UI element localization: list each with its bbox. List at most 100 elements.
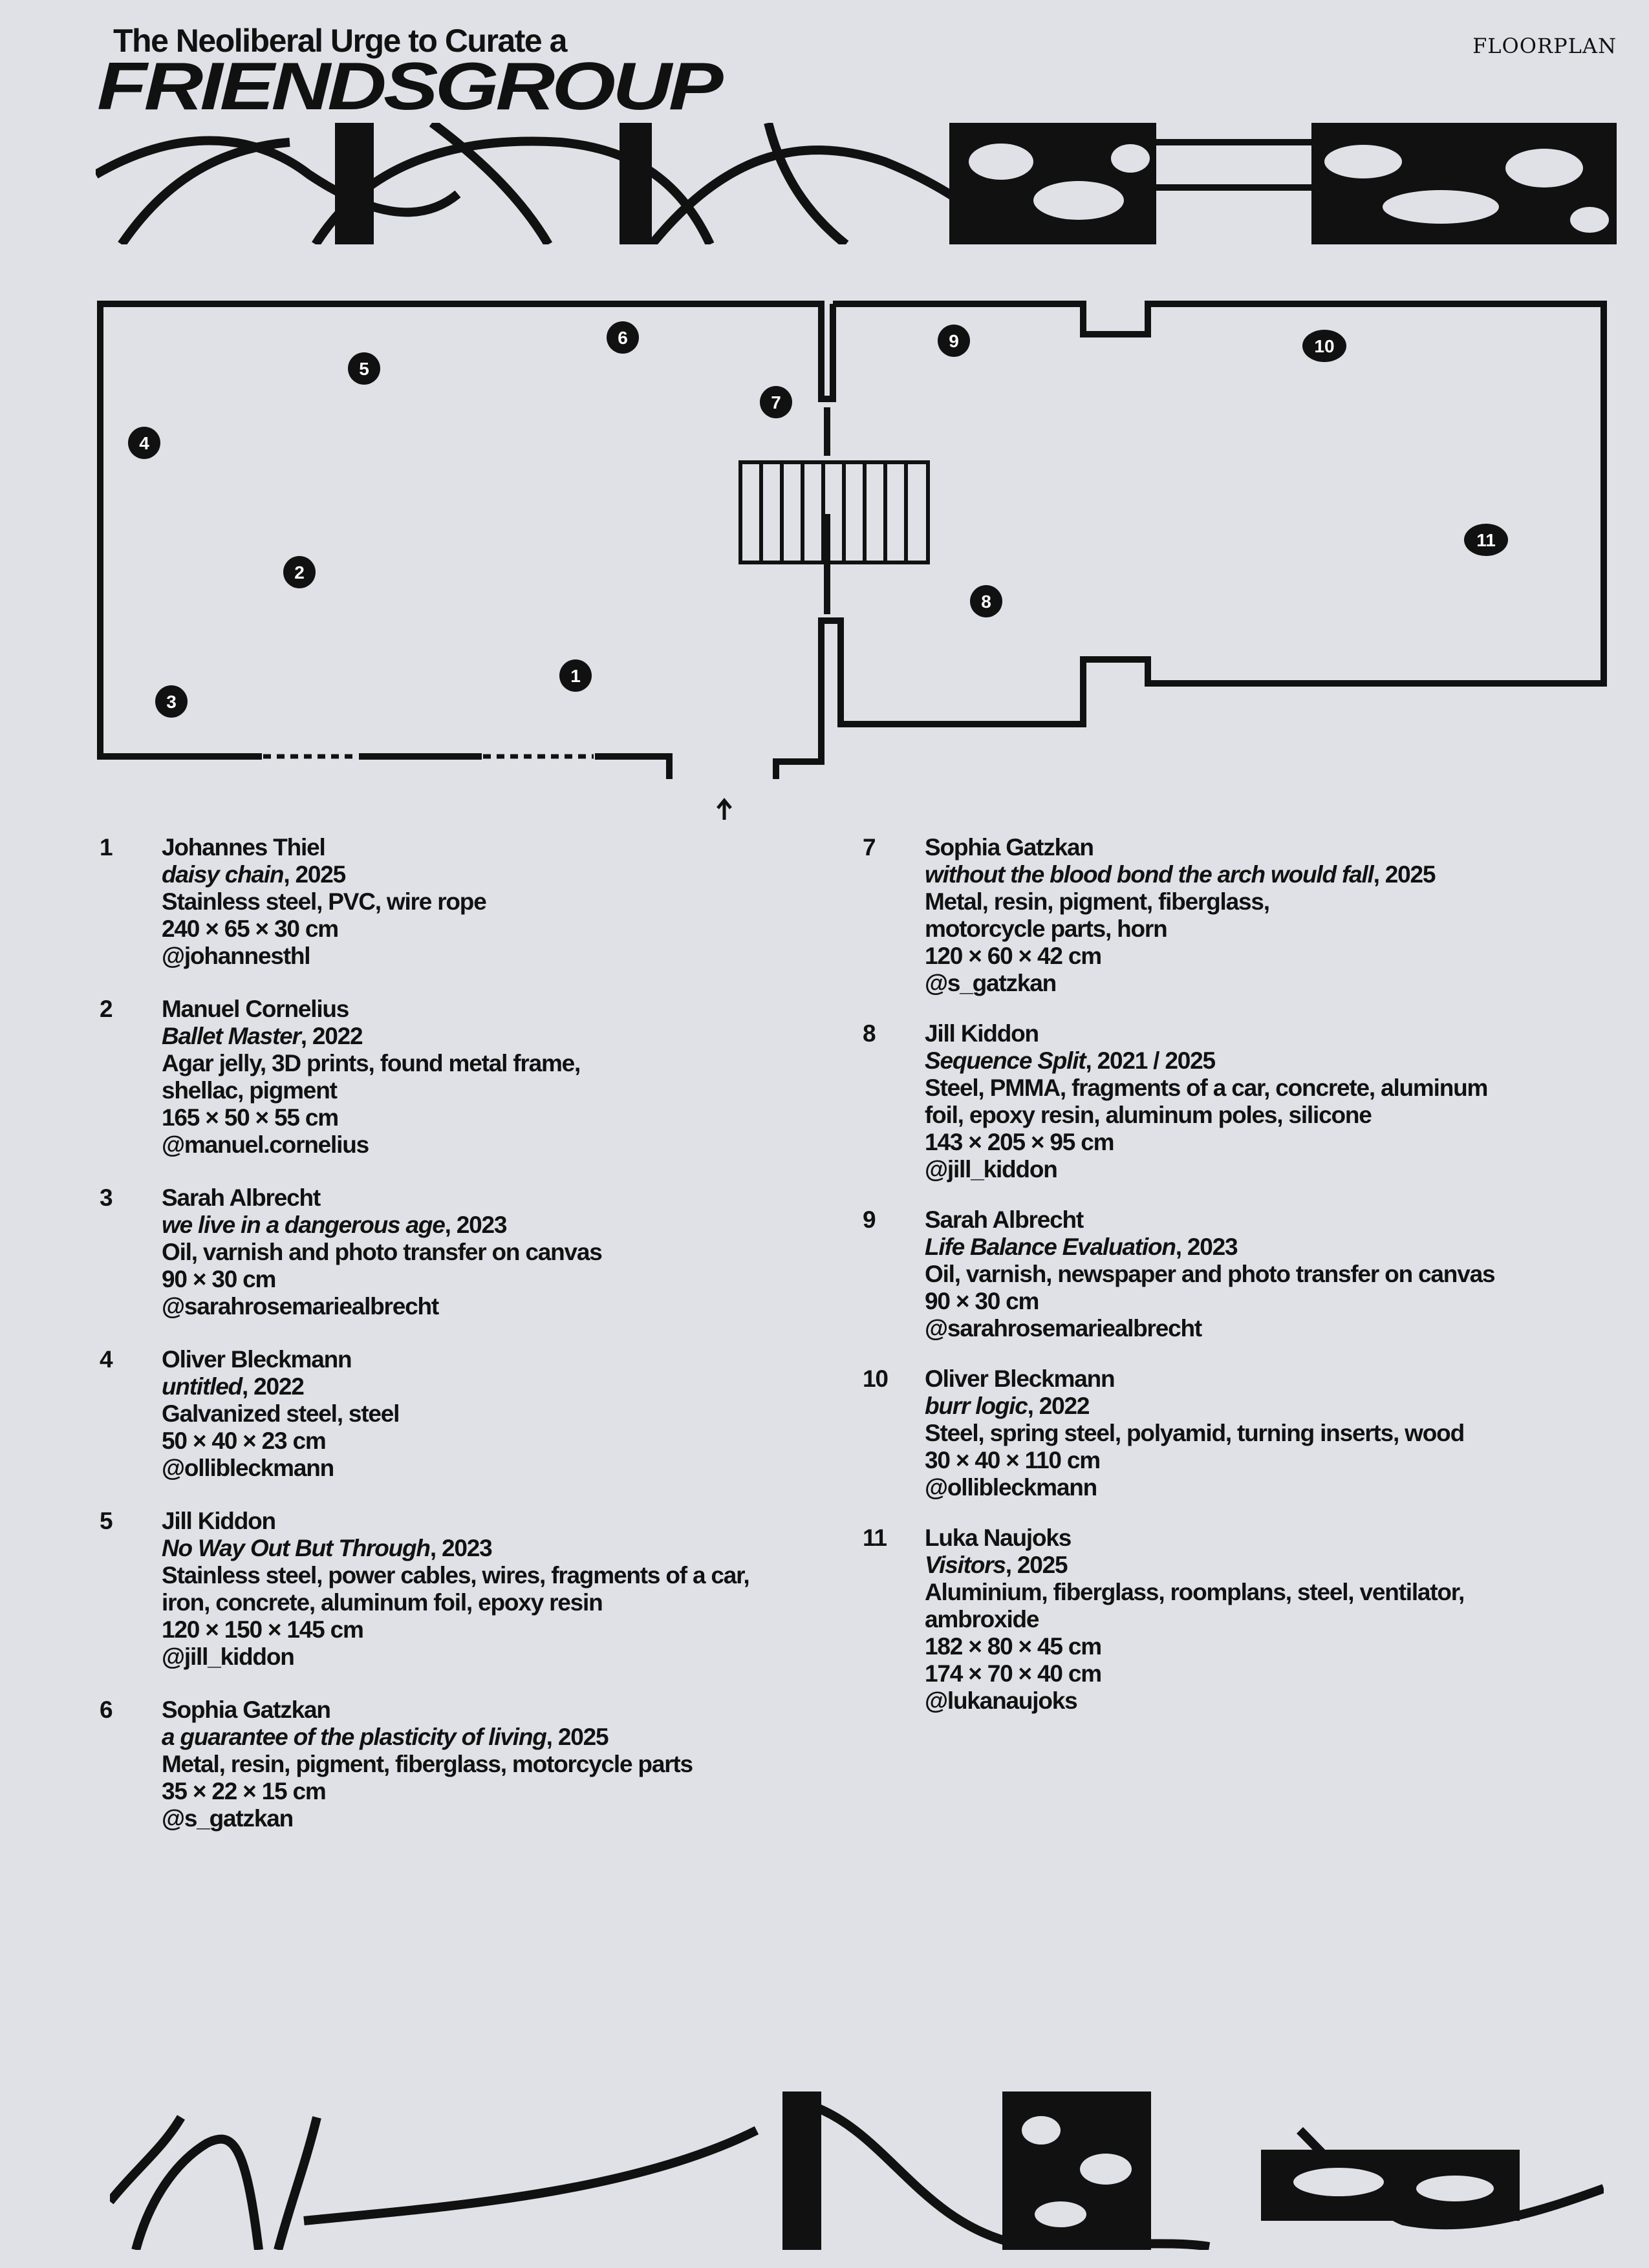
floorplan-diagram: 1 2 3 4 5 6 7 8 9 10 11 — [97, 301, 1607, 820]
artist-name: Oliver Bleckmann — [925, 1365, 1116, 1392]
dimensions: 120 × 150 × 145 cm — [162, 1616, 364, 1643]
entry-number: 7 — [863, 834, 876, 861]
work-title-line: Ballet Master, 2022 — [162, 1023, 828, 1050]
floorplan-marker-4: 4 — [128, 427, 160, 459]
dimensions: 240 × 65 × 30 cm — [162, 915, 339, 942]
artist-name: Oliver Bleckmann — [162, 1346, 352, 1373]
materials: Oil, varnish and photo transfer on canva… — [162, 1239, 603, 1265]
dimensions: 143 × 205 × 95 cm — [925, 1129, 1115, 1155]
instagram-handle: @lukanaujoks — [925, 1687, 1078, 1714]
work-year: , 2023 — [1175, 1234, 1238, 1260]
entry-number: 9 — [863, 1206, 876, 1233]
svg-text:7: 7 — [771, 392, 781, 412]
entry-number: 1 — [100, 834, 113, 861]
instagram-handle: @jill_kiddon — [162, 1643, 295, 1670]
logo-wordmark: FRIENDSGROUP — [97, 49, 723, 124]
instagram-handle: @sarahrosemariealbrecht — [925, 1315, 1202, 1342]
work-year: , 2025 — [283, 861, 346, 888]
dimensions: 120 × 60 × 42 cm — [925, 943, 1102, 969]
floorplan-marker-5: 5 — [348, 352, 380, 385]
materials: foil, epoxy resin, aluminum poles, silic… — [925, 1102, 1372, 1128]
instagram-handle: @s_gatzkan — [162, 1805, 294, 1832]
svg-text:1: 1 — [570, 666, 581, 686]
floorplan-marker-1: 1 — [559, 659, 592, 692]
artist-name: Jill Kiddon — [925, 1020, 1039, 1047]
svg-text:6: 6 — [618, 328, 628, 348]
work-title: Visitors — [925, 1552, 1006, 1578]
work-title: burr logic — [925, 1393, 1028, 1419]
work-title: Ballet Master — [162, 1023, 301, 1049]
work-title-line: we live in a dangerous age, 2023 — [162, 1212, 828, 1239]
svg-text:10: 10 — [1314, 336, 1334, 356]
decorative-band-bottom — [110, 2091, 1604, 2250]
work-title-line: Life Balance Evaluation, 2023 — [925, 1234, 1591, 1261]
entry-number: 6 — [100, 1696, 113, 1723]
work-title: we live in a dangerous age — [162, 1212, 446, 1238]
materials: Steel, PMMA, fragments of a car, concret… — [925, 1075, 1488, 1101]
floorplan-marker-6: 6 — [607, 321, 639, 354]
work-title-line: daisy chain, 2025 — [162, 861, 828, 888]
entry-number: 8 — [863, 1020, 876, 1047]
artist-name: Sarah Albrecht — [925, 1206, 1084, 1233]
entry-number: 3 — [100, 1184, 113, 1211]
dimensions: 50 × 40 × 23 cm — [162, 1428, 327, 1454]
svg-text:11: 11 — [1476, 530, 1496, 550]
floorplan-marker-7: 7 — [760, 386, 792, 418]
work-title: No Way Out But Through — [162, 1535, 431, 1561]
materials: motorcycle parts, horn — [925, 915, 1168, 942]
svg-text:8: 8 — [981, 592, 991, 612]
arrow-up-icon — [717, 798, 732, 820]
floorplan-marker-2: 2 — [283, 556, 316, 588]
artist-name: Sophia Gatzkan — [162, 1696, 331, 1723]
instagram-handle: @ollibleckmann — [925, 1474, 1097, 1501]
instagram-handle: @jill_kiddon — [925, 1156, 1058, 1182]
work-year: , 2022 — [1027, 1393, 1090, 1419]
svg-text:3: 3 — [166, 692, 177, 712]
floorplan-marker-11: 11 — [1464, 524, 1508, 556]
materials: Metal, resin, pigment, fiberglass, motor… — [162, 1751, 693, 1777]
dimensions: 174 × 70 × 40 cm — [925, 1660, 1102, 1687]
work-title-line: burr logic, 2022 — [925, 1393, 1591, 1420]
work-year: , 2021 / 2025 — [1085, 1047, 1216, 1074]
work-title-line: without the blood bond the arch would fa… — [925, 861, 1591, 888]
instagram-handle: @ollibleckmann — [162, 1455, 334, 1481]
materials: iron, concrete, aluminum foil, epoxy res… — [162, 1589, 603, 1616]
work-title: daisy chain — [162, 861, 285, 888]
section-label: FLOORPLAN — [1472, 34, 1617, 58]
materials: Galvanized steel, steel — [162, 1400, 400, 1427]
work-title-line: Visitors, 2025 — [925, 1552, 1591, 1579]
work-year: , 2023 — [429, 1535, 493, 1561]
materials: Agar jelly, 3D prints, found metal frame… — [162, 1050, 581, 1076]
svg-text:5: 5 — [359, 359, 369, 379]
work-title-line: Sequence Split, 2021 / 2025 — [925, 1047, 1591, 1075]
work-year: , 2023 — [444, 1212, 508, 1238]
materials: Steel, spring steel, polyamid, turning i… — [925, 1420, 1465, 1446]
work-title: untitled — [162, 1373, 242, 1400]
dimensions: 30 × 40 × 110 cm — [925, 1447, 1101, 1473]
entry-number: 11 — [863, 1524, 887, 1551]
header-subtitle: The Neoliberal Urge to Curate a — [113, 23, 567, 59]
staircase — [738, 460, 930, 564]
svg-text:2: 2 — [294, 562, 305, 583]
work-year: , 2022 — [300, 1023, 363, 1049]
svg-text:4: 4 — [139, 433, 149, 453]
entry-number: 5 — [100, 1508, 113, 1534]
dimensions: 35 × 22 × 15 cm — [162, 1778, 327, 1804]
materials: shellac, pigment — [162, 1077, 338, 1104]
dimensions: 90 × 30 cm — [925, 1288, 1039, 1314]
work-title: without the blood bond the arch would fa… — [925, 861, 1374, 888]
work-year: , 2025 — [546, 1724, 609, 1750]
dimensions: 182 × 80 × 45 cm — [925, 1633, 1102, 1660]
work-year: , 2022 — [241, 1373, 305, 1400]
svg-text:9: 9 — [949, 331, 959, 351]
materials: Aluminium, fiberglass, roomplans, steel,… — [925, 1579, 1465, 1605]
work-year: , 2025 — [1373, 861, 1436, 888]
